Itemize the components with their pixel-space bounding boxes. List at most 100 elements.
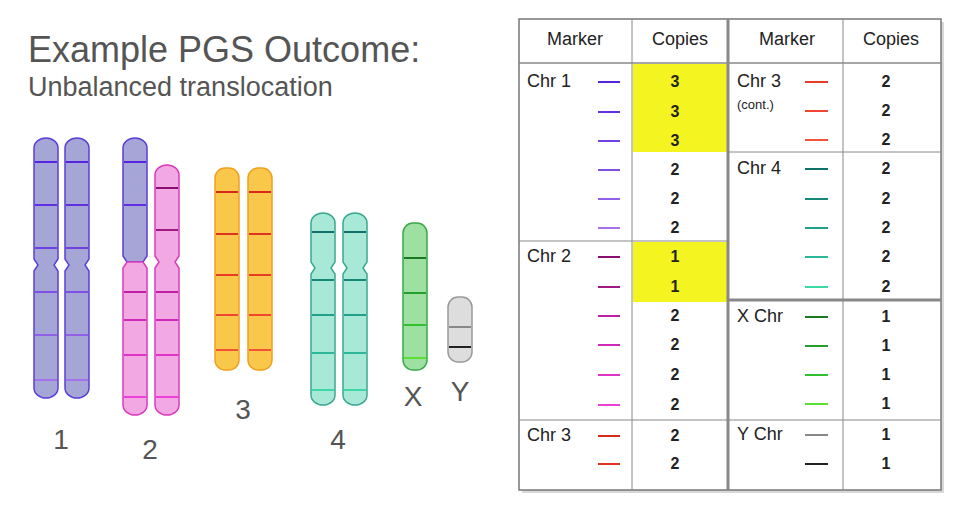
marker-band	[124, 354, 146, 356]
marker-band	[66, 161, 88, 163]
marker-band	[66, 204, 88, 206]
copy-number: 1	[882, 455, 891, 473]
marker-band	[404, 292, 426, 294]
chromosome-number: 4	[330, 425, 346, 456]
copy-number: 2	[882, 219, 891, 237]
marker-swatch	[805, 256, 828, 258]
highlight-cell	[633, 242, 727, 302]
marker-swatch	[598, 463, 620, 465]
chromosome	[448, 297, 472, 362]
chromosome	[311, 213, 335, 405]
chromosome-cell: X Chr	[737, 307, 783, 327]
marker-swatch	[805, 434, 828, 436]
marker-band	[124, 396, 146, 398]
copy-number: 1	[882, 426, 891, 444]
chromosome	[155, 165, 179, 415]
chromosome-cell: Y Chr	[737, 425, 783, 445]
table-rule	[727, 19, 730, 490]
marker-swatch	[805, 374, 828, 376]
column-header: Copies	[863, 30, 919, 50]
marker-swatch	[805, 81, 828, 83]
copy-number: 1	[671, 248, 680, 266]
chromosome-cell: Chr 4	[737, 159, 781, 179]
copy-number: 2	[671, 396, 680, 414]
marker-band	[249, 314, 271, 316]
chromosome-number: 2	[142, 435, 158, 466]
copy-number: 2	[882, 102, 891, 120]
marker-band	[404, 324, 426, 326]
marker-swatch	[598, 169, 620, 171]
marker-band	[66, 247, 88, 249]
marker-swatch	[598, 435, 620, 437]
marker-swatch	[805, 110, 828, 112]
translocated-segment	[123, 138, 147, 262]
marker-swatch	[598, 227, 620, 229]
copy-number: 2	[671, 455, 680, 473]
marker-band	[249, 349, 271, 351]
marker-band	[156, 291, 178, 293]
column-header: Copies	[652, 30, 708, 50]
marker-band	[216, 191, 238, 193]
marker-band	[344, 314, 366, 316]
chromosome-number: 1	[53, 425, 69, 456]
table-rule	[843, 19, 844, 490]
chromosome-cell: Chr 3	[527, 426, 571, 446]
chromosome	[215, 168, 239, 370]
chromosome-number: X	[404, 382, 423, 413]
marker-swatch	[805, 168, 828, 170]
copy-number: 2	[671, 161, 680, 179]
table-rule	[519, 241, 728, 242]
marker-swatch	[598, 111, 620, 113]
copy-number: 2	[882, 73, 891, 91]
marker-band	[35, 247, 57, 249]
chromosome	[65, 138, 89, 398]
chromosome-cell: Chr 2	[527, 247, 571, 267]
marker-band	[312, 231, 334, 233]
chromosome	[34, 138, 58, 398]
marker-swatch	[805, 403, 828, 405]
marker-band	[35, 161, 57, 163]
chromosome	[123, 262, 147, 415]
marker-swatch	[598, 140, 620, 142]
marker-swatch	[805, 316, 828, 318]
marker-band	[156, 319, 178, 321]
marker-band	[66, 379, 88, 381]
copy-number: 2	[671, 336, 680, 354]
marker-swatch	[598, 286, 620, 288]
marker-band	[312, 279, 334, 281]
marker-band	[404, 257, 426, 259]
copy-number: 2	[671, 307, 680, 325]
copy-number: 3	[671, 103, 680, 121]
copy-number: 2	[671, 427, 680, 445]
marker-band	[124, 291, 146, 293]
marker-band	[344, 389, 366, 391]
table-rule	[519, 62, 941, 64]
marker-swatch	[805, 345, 828, 347]
table-rule	[728, 299, 941, 302]
marker-band	[156, 396, 178, 398]
chromosome-cell-note: (cont.)	[737, 98, 774, 112]
copy-number: 2	[671, 219, 680, 237]
table-rule	[728, 152, 941, 153]
chromosome-number: Y	[451, 377, 470, 408]
column-header: Marker	[759, 30, 815, 50]
marker-swatch	[805, 286, 828, 288]
marker-band	[344, 231, 366, 233]
highlight-cell	[633, 64, 727, 152]
copy-number: 2	[882, 190, 891, 208]
marker-band	[449, 346, 471, 348]
marker-band	[312, 389, 334, 391]
copy-number: 2	[882, 278, 891, 296]
copy-number: 3	[671, 132, 680, 150]
copy-number: 1	[882, 395, 891, 413]
table-rule	[632, 19, 633, 490]
copy-number: 2	[882, 131, 891, 149]
table-rule	[728, 420, 941, 421]
marker-band	[156, 354, 178, 356]
marker-band	[124, 161, 146, 163]
marker-swatch	[805, 227, 828, 229]
chromosome-number: 3	[235, 395, 251, 426]
marker-band	[312, 314, 334, 316]
marker-swatch	[598, 404, 620, 406]
